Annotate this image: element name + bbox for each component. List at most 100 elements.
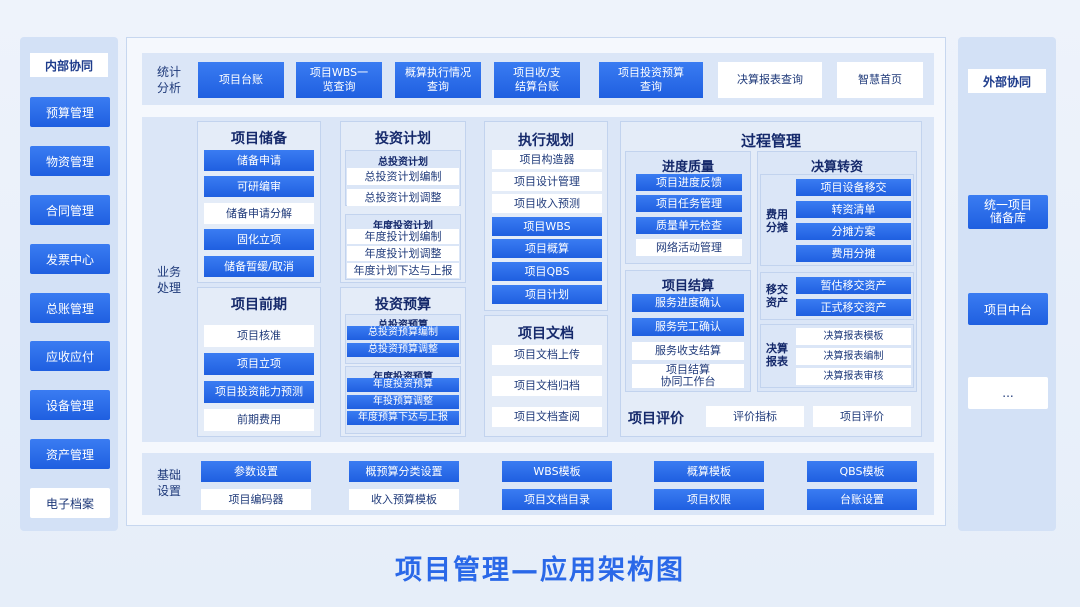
stats-item-0[interactable]: 项目台账 — [198, 62, 284, 98]
early-item-2[interactable]: 项目投资能力预测 — [204, 381, 314, 403]
exec-item-6[interactable]: 项目计划 — [492, 285, 602, 304]
annual-budget-title: 年度投资预算 — [346, 368, 460, 383]
docs-item-1[interactable]: 项目文档归档 — [492, 376, 602, 396]
reserve-item-4[interactable]: 储备暂缓/取消 — [204, 256, 314, 277]
total-budget-item-0[interactable]: 总投资预算编制 — [347, 326, 459, 340]
total-plan-item-1[interactable]: 总投资计划调整 — [347, 189, 459, 206]
eval-item-0[interactable]: 评价指标 — [706, 406, 804, 427]
base-item-0[interactable]: 参数设置 — [201, 461, 311, 482]
annual-plan-title: 年度投资计划 — [373, 221, 433, 232]
base-item-8[interactable]: 项目权限 — [654, 489, 764, 510]
internal-item-2[interactable]: 合同管理 — [30, 195, 110, 225]
fee-label: 费用 分摊 — [766, 208, 788, 234]
stats-item-6[interactable]: 智慧首页 — [837, 62, 923, 98]
progress-title: 进度质量 — [661, 160, 714, 175]
stats-item-3[interactable]: 项目收/支 结算台账 — [494, 62, 580, 98]
internal-collab-title: 内部协同 — [30, 53, 108, 77]
progress-item-2[interactable]: 质量单元检查 — [636, 217, 742, 234]
total-budget-title: 总投资预算 — [346, 316, 460, 331]
base-item-4[interactable]: QBS模板 — [807, 461, 917, 482]
docs-item-2[interactable]: 项目文档查阅 — [492, 407, 602, 427]
internal-item-8[interactable]: 电子档案 — [30, 488, 110, 518]
unified-reserve-library[interactable]: 统一项目 储备库 — [968, 195, 1048, 229]
reserve-item-1[interactable]: 可研编审 — [204, 176, 314, 197]
external-collab-panel: 外部协同 — [958, 37, 1056, 531]
settle-item-3[interactable]: 项目结算 协同工作台 — [632, 364, 744, 388]
base-item-9[interactable]: 台账设置 — [807, 489, 917, 510]
progress-item-0[interactable]: 项目进度反馈 — [636, 174, 742, 191]
more-item[interactable]: ... — [968, 377, 1048, 409]
base-item-3[interactable]: 概算模板 — [654, 461, 764, 482]
exec-item-0[interactable]: 项目构造器 — [492, 150, 602, 169]
total-plan-title: 总投资计划 — [378, 157, 428, 168]
exec-item-4[interactable]: 项目概算 — [492, 239, 602, 258]
settle-item-2[interactable]: 服务收支结算 — [632, 342, 744, 360]
internal-item-6[interactable]: 设备管理 — [30, 390, 110, 420]
external-collab-title: 外部协同 — [968, 69, 1046, 93]
invest-budget-title: 投资预算 — [375, 297, 431, 313]
reserve-title: 项目储备 — [231, 131, 287, 147]
exec-item-3[interactable]: 项目WBS — [492, 217, 602, 236]
asset-item-1[interactable]: 正式移交资产 — [796, 299, 911, 316]
docs-item-0[interactable]: 项目文档上传 — [492, 345, 602, 365]
asset-item-0[interactable]: 暂估移交资产 — [796, 277, 911, 294]
internal-item-4[interactable]: 总账管理 — [30, 293, 110, 323]
exec-item-1[interactable]: 项目设计管理 — [492, 172, 602, 191]
progress-item-1[interactable]: 项目任务管理 — [636, 195, 742, 212]
early-item-3[interactable]: 前期费用 — [204, 409, 314, 431]
docs-title: 项目文档 — [518, 326, 574, 342]
business-label: 业务 处理 — [156, 265, 181, 295]
annual-plan-item-0[interactable]: 年度投计划编制 — [347, 229, 459, 244]
eval-item-1[interactable]: 项目评价 — [813, 406, 911, 427]
settle-item-0[interactable]: 服务进度确认 — [632, 294, 744, 312]
early-item-0[interactable]: 项目核准 — [204, 325, 314, 347]
transfer-title: 决算转资 — [810, 160, 863, 175]
fee-item-1[interactable]: 转资清单 — [796, 201, 911, 218]
base-label: 基础 设置 — [156, 468, 181, 498]
internal-item-3[interactable]: 发票中心 — [30, 244, 110, 274]
total-budget-item-1[interactable]: 总投资预算调整 — [347, 343, 459, 357]
early-item-1[interactable]: 项目立项 — [204, 353, 314, 375]
annual-budget-item-1[interactable]: 年投预算调整 — [347, 395, 459, 409]
asset-label: 移交 资产 — [766, 283, 788, 309]
total-plan-item-0[interactable]: 总投资计划编制 — [347, 168, 459, 185]
exec-plan-title: 执行规划 — [518, 133, 574, 149]
page-title: 项目管理—应用架构图 — [395, 555, 685, 586]
internal-item-7[interactable]: 资产管理 — [30, 439, 110, 469]
base-item-5[interactable]: 项目编码器 — [201, 489, 311, 510]
annual-budget-item-2[interactable]: 年度预算下达与上报 — [347, 411, 459, 425]
base-item-2[interactable]: WBS模板 — [502, 461, 612, 482]
internal-item-0[interactable]: 预算管理 — [30, 97, 110, 127]
report-item-2[interactable]: 决算报表审核 — [796, 368, 911, 385]
reserve-item-3[interactable]: 固化立项 — [204, 229, 314, 250]
reserve-item-2[interactable]: 储备申请分解 — [204, 203, 314, 224]
invest-plan-title: 投资计划 — [375, 131, 431, 147]
report-item-0[interactable]: 决算报表模板 — [796, 328, 911, 345]
internal-item-1[interactable]: 物资管理 — [30, 146, 110, 176]
settle-title: 项目结算 — [661, 279, 714, 294]
annual-plan-item-2[interactable]: 年度计划下达与上报 — [347, 263, 459, 278]
report-item-1[interactable]: 决算报表编制 — [796, 348, 911, 365]
reserve-item-0[interactable]: 储备申请 — [204, 150, 314, 171]
annual-plan-item-1[interactable]: 年度投计划调整 — [347, 246, 459, 261]
exec-item-2[interactable]: 项目收入预测 — [492, 194, 602, 213]
fee-item-0[interactable]: 项目设备移交 — [796, 179, 911, 196]
base-item-7[interactable]: 项目文档目录 — [502, 489, 612, 510]
stats-item-1[interactable]: 项目WBS一 览查询 — [296, 62, 382, 98]
fee-item-2[interactable]: 分摊方案 — [796, 223, 911, 240]
exec-item-5[interactable]: 项目QBS — [492, 262, 602, 281]
internal-item-5[interactable]: 应收应付 — [30, 341, 110, 371]
annual-budget-item-0[interactable]: 年度投资预算 — [347, 378, 459, 392]
early-title: 项目前期 — [231, 297, 287, 313]
base-item-1[interactable]: 概预算分类设置 — [349, 461, 459, 482]
project-middle-platform[interactable]: 项目中台 — [968, 293, 1048, 325]
stats-label: 统计 分析 — [156, 65, 181, 95]
process-title: 过程管理 — [740, 132, 801, 150]
progress-item-3[interactable]: 网络活动管理 — [636, 239, 742, 256]
stats-item-2[interactable]: 概算执行情况 查询 — [395, 62, 481, 98]
base-item-6[interactable]: 收入预算模板 — [349, 489, 459, 510]
stats-item-4[interactable]: 项目投资预算 查询 — [599, 62, 703, 98]
fee-item-3[interactable]: 费用分摊 — [796, 245, 911, 262]
stats-item-5[interactable]: 决算报表查询 — [718, 62, 822, 98]
settle-item-1[interactable]: 服务完工确认 — [632, 318, 744, 336]
